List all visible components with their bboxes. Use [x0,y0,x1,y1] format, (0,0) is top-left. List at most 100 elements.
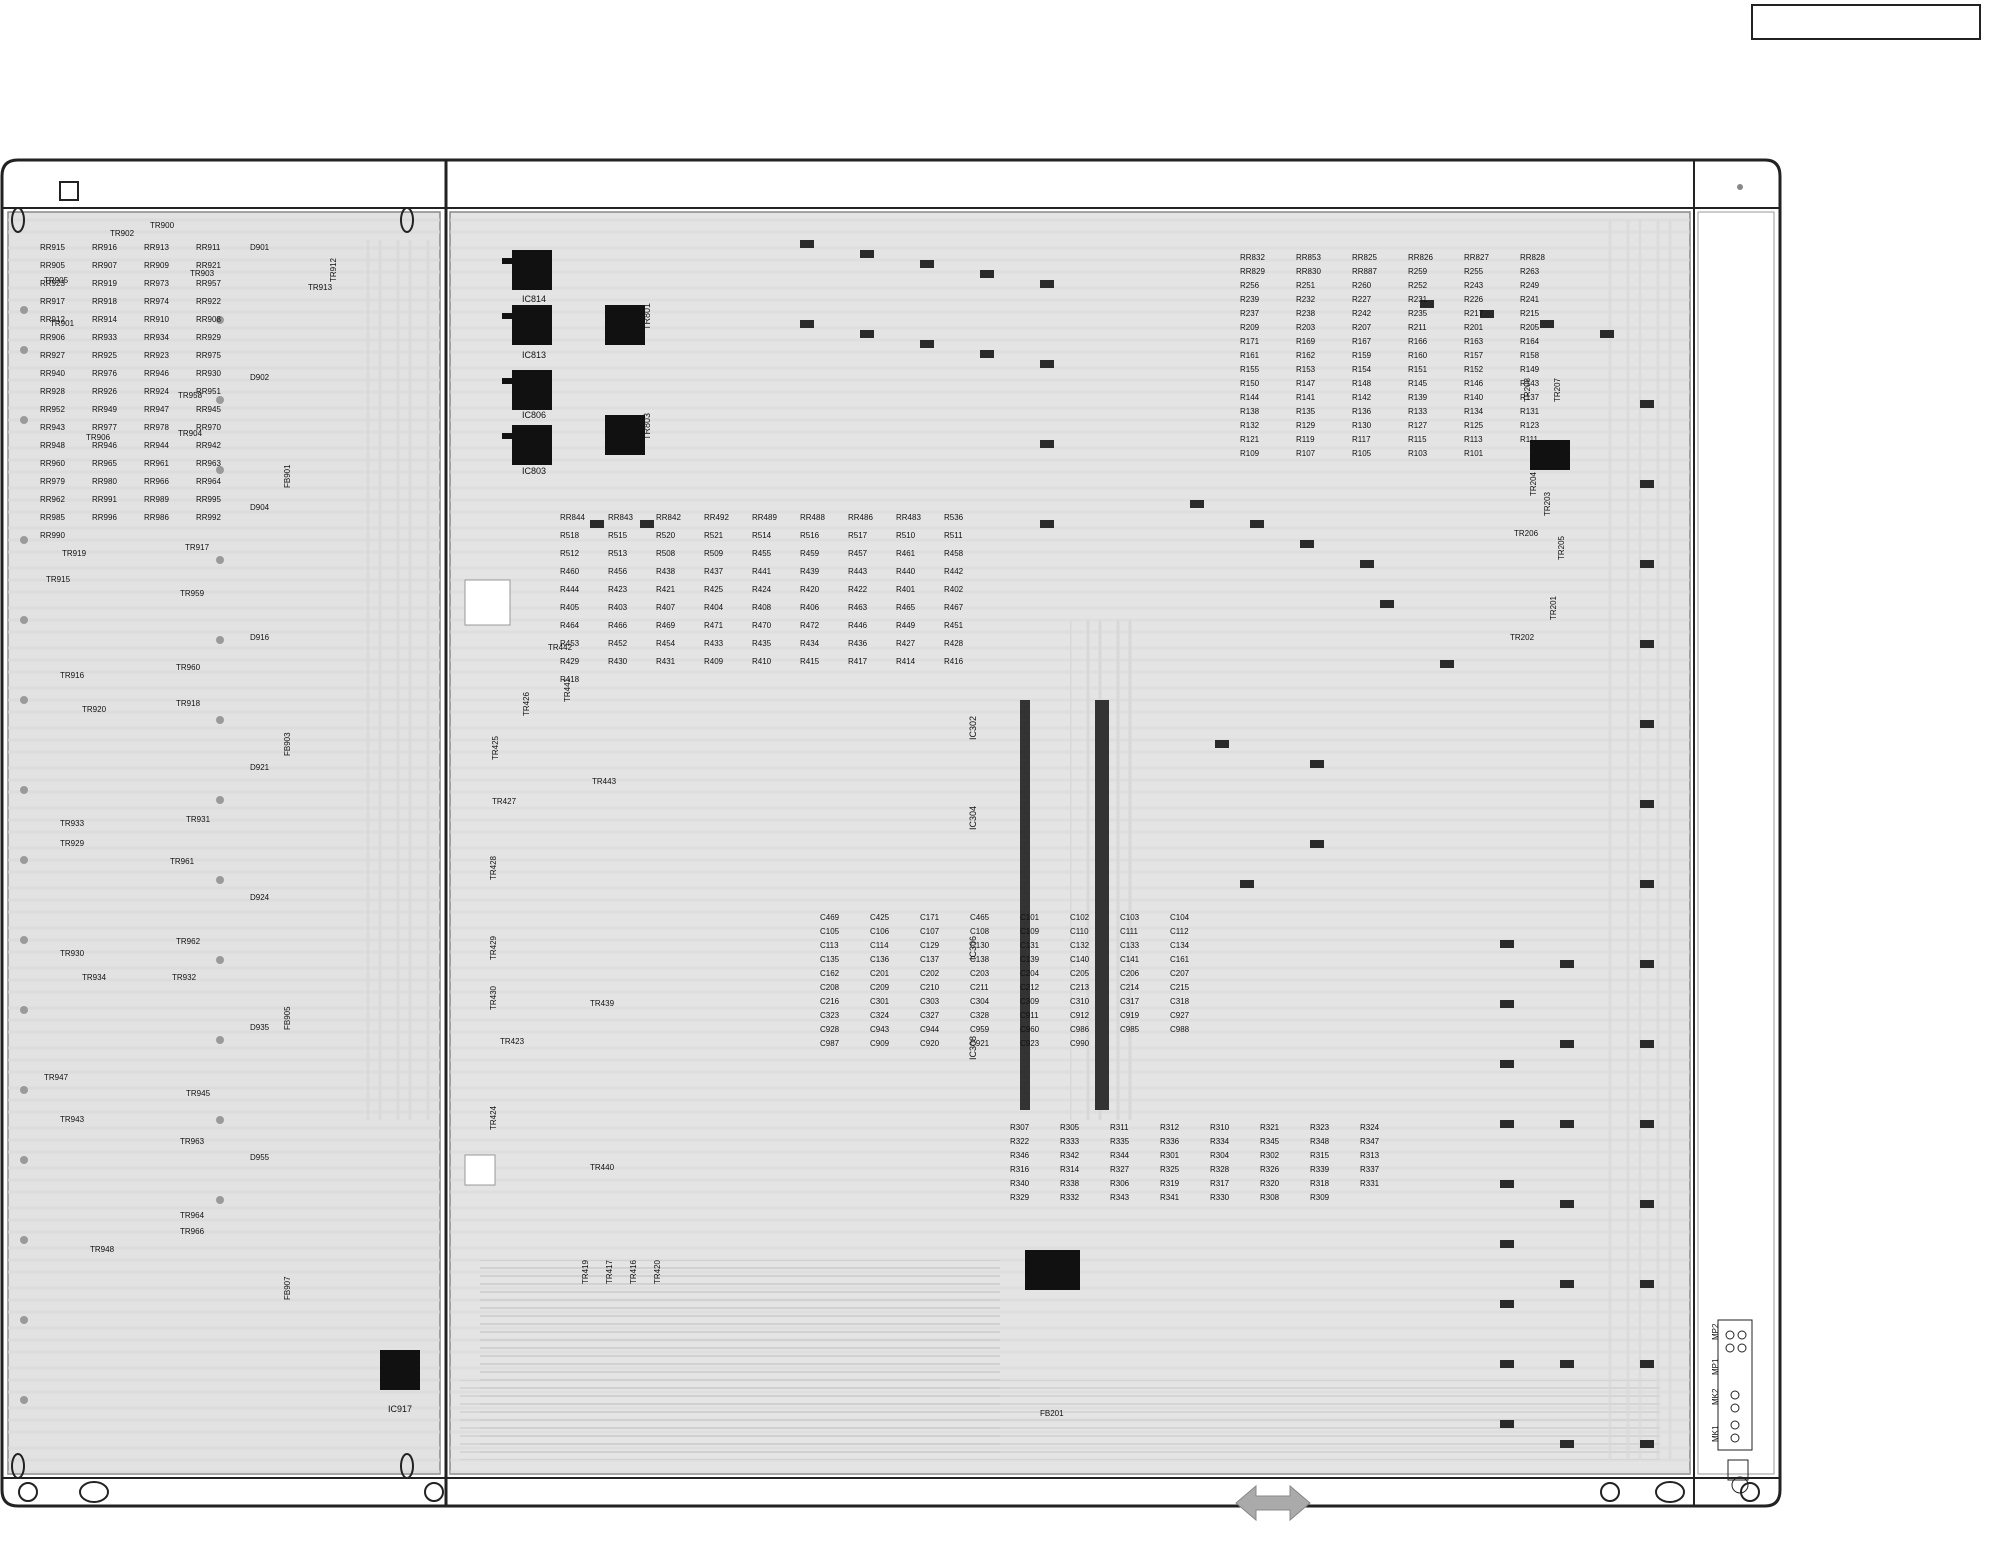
tr-label: TR202 [1510,633,1535,642]
capacitor-label: C107 [920,927,940,936]
capacitor-label: C210 [920,983,940,992]
tr-label: TR417 [605,1259,614,1284]
resistor-label: RR930 [196,369,221,378]
tr-label: TR439 [590,999,615,1008]
resistor-label: R119 [1296,435,1315,444]
component-label: R313 [1360,1151,1380,1160]
resistor-label: R164 [1520,337,1540,346]
capacitor-label: C209 [870,983,890,992]
resistor-label: R425 [704,585,724,594]
diode-label: D904 [250,503,270,512]
tr-label: TR919 [62,549,87,558]
resistor-label: R150 [1240,379,1260,388]
resistor-label: R141 [1296,393,1316,402]
resistor-label: R259 [1408,267,1428,276]
resistor-label: R414 [896,657,916,666]
resistor-label: R441 [752,567,772,576]
capacitor-label: C102 [1070,913,1090,922]
tr-label: TR206 [1514,529,1539,538]
resistor-label: R203 [1296,323,1316,332]
resistor-label: R163 [1464,337,1484,346]
capacitor-label: C301 [870,997,890,1006]
resistor-label: R103 [1408,449,1428,458]
resistor-label: R215 [1520,309,1540,318]
component-label: R319 [1160,1179,1180,1188]
resistor-label: R511 [944,531,963,540]
ic-label: IC308 [968,1036,978,1060]
resistor-label: R153 [1296,365,1316,374]
component-label: R307 [1010,1123,1030,1132]
component-label: R308 [1260,1193,1280,1202]
resistor-label: RR906 [40,333,65,342]
resistor-label: R145 [1408,379,1428,388]
connector-label: MK1 [1711,1425,1720,1442]
resistor-label: RR946 [92,441,117,450]
tr-label: TR948 [90,1245,115,1254]
resistor-label: R169 [1296,337,1316,346]
capacitor-label: C469 [820,913,840,922]
resistor-label: R508 [656,549,676,558]
component-label: R340 [1010,1179,1030,1188]
tr-label: TR963 [180,1137,205,1146]
capacitor-label: C988 [1170,1025,1190,1034]
component-label: R326 [1260,1165,1280,1174]
resistor-label: R418 [560,675,580,684]
tr-label: TR426 [522,691,531,716]
component-label: R327 [1110,1165,1130,1174]
resistor-label: RR970 [196,423,221,432]
capacitor-label: C323 [820,1011,840,1020]
connector-label: MP2 [1711,1323,1720,1340]
tr-label: TR931 [186,815,211,824]
diode-label: D955 [250,1153,270,1162]
capacitor-label: C211 [970,983,989,992]
capacitor-label: C465 [970,913,990,922]
resistor-label: R405 [560,603,580,612]
capacitor-label: C162 [820,969,840,978]
capacitor-label: C111 [1120,927,1138,936]
capacitor-label: C112 [1170,927,1189,936]
resistor-label: RR925 [92,351,117,360]
resistor-label: R149 [1520,365,1540,374]
capacitor-label: C130 [970,941,990,950]
capacitor-label: C318 [1170,997,1190,1006]
tr-label: TR947 [44,1073,69,1082]
resistor-label: R255 [1464,267,1484,276]
resistor-label: RR905 [40,261,65,270]
tr-label: TR201 [1549,595,1558,620]
resistor-label: R453 [560,639,580,648]
resistor-label: R241 [1520,295,1540,304]
resistor-label: R514 [752,531,772,540]
resistor-label: R401 [896,585,916,594]
resistor-label: R471 [704,621,724,630]
resistor-label: R133 [1408,407,1428,416]
diode-label: D901 [250,243,270,252]
resistor-label: R115 [1408,435,1427,444]
resistor-label: R260 [1352,281,1372,290]
capacitor-label: C139 [1020,955,1040,964]
resistor-label: R152 [1464,365,1484,374]
component-label: R331 [1360,1179,1380,1188]
component-label: R314 [1060,1165,1080,1174]
resistor-label: R424 [752,585,772,594]
resistor-label: R457 [848,549,868,558]
capacitor-label: C110 [1070,927,1089,936]
resistor-label: R452 [608,639,628,648]
component-label: R347 [1360,1137,1380,1146]
resistor-label: RR975 [196,351,221,360]
transistor-labels: TR801 TR803 TR902 TR900 TR903 TR905 TR90… [44,221,1566,1284]
resistor-label: RR914 [92,315,117,324]
capacitor-label: C303 [920,997,940,1006]
tr-label: TR205 [1557,535,1566,560]
resistor-label: RR991 [92,495,117,504]
resistor-label: R263 [1520,267,1540,276]
tr-label: TR906 [86,433,111,442]
resistor-label: R162 [1296,351,1316,360]
resistor-label: R217 [1464,309,1484,318]
resistor-label: RR828 [1520,253,1545,262]
resistor-label: R209 [1240,323,1260,332]
tr-label: TR917 [185,543,210,552]
resistor-label: R144 [1240,393,1260,402]
resistor-label: RR976 [92,369,117,378]
resistor-label: R516 [800,531,820,540]
